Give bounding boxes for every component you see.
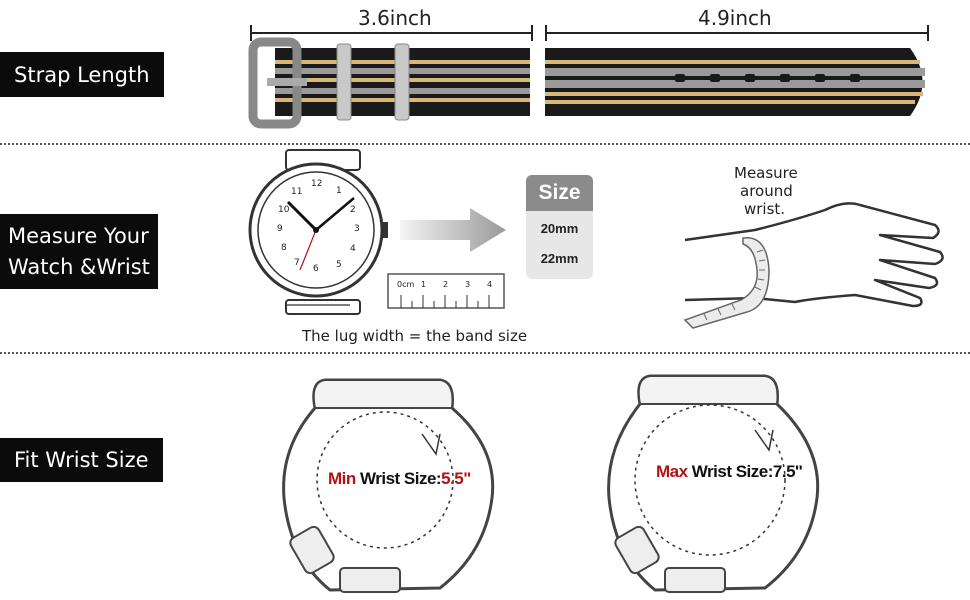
dial-10: 10 xyxy=(278,205,290,215)
watch-face-illustration xyxy=(248,149,388,315)
dimension-arrows xyxy=(250,25,929,41)
max-prefix: Max xyxy=(656,462,688,481)
size-card-header: Size xyxy=(526,175,593,211)
dial-4: 4 xyxy=(350,244,356,254)
dial-6: 6 xyxy=(313,264,319,274)
wrist-note-line3: wrist. xyxy=(744,200,786,218)
max-value: 7.5'' xyxy=(772,462,803,481)
dial-7: 7 xyxy=(294,258,300,268)
ruler-illustration xyxy=(387,273,505,309)
max-label: Wrist Size: xyxy=(687,462,774,481)
size-22mm: 22mm xyxy=(540,251,579,266)
strap-length-label: Strap Length xyxy=(0,52,164,97)
ruler-tick-3: 3 xyxy=(465,280,471,289)
dial-8: 8 xyxy=(281,243,287,253)
nato-strap-illustration xyxy=(248,37,925,129)
max-wrist-strap-loop xyxy=(607,374,820,593)
size-20mm: 20mm xyxy=(540,221,579,236)
dial-3: 3 xyxy=(354,224,360,234)
long-strap-length: 4.9inch xyxy=(698,6,772,30)
hand-measure-illustration xyxy=(683,202,944,329)
ruler-tick-4: 4 xyxy=(487,280,493,289)
ruler-tick-1: 1 xyxy=(421,280,427,289)
ruler-tick-2: 2 xyxy=(443,280,449,289)
max-wrist-size: Max Wrist Size:7.5'' xyxy=(656,462,803,482)
fit-wrist-label: Fit Wrist Size xyxy=(0,438,163,482)
min-wrist-size: Min Wrist Size:5.5" xyxy=(328,469,471,489)
min-label: Wrist Size: xyxy=(355,469,442,488)
dial-1: 1 xyxy=(336,186,342,196)
min-value: 5.5" xyxy=(441,469,471,488)
size-card: Size 20mm 22mm xyxy=(526,175,593,279)
measure-label-line1: Measure Your xyxy=(8,223,149,248)
measure-label: Measure Your Watch &Wrist xyxy=(0,214,158,289)
short-strap-length: 3.6inch xyxy=(358,6,432,30)
dial-11: 11 xyxy=(291,187,303,197)
separator-top xyxy=(0,143,970,145)
dial-2: 2 xyxy=(350,205,356,215)
arrow-right-icon xyxy=(400,208,506,252)
wrist-note-line2: around xyxy=(740,182,793,200)
min-wrist-strap-loop xyxy=(282,378,495,593)
dial-12: 12 xyxy=(311,179,323,189)
dial-9: 9 xyxy=(277,224,283,234)
wrist-note-line1: Measure xyxy=(734,164,798,182)
measure-label-line2: Watch &Wrist xyxy=(8,254,150,279)
ruler-tick-0: 0cm xyxy=(397,280,415,289)
separator-bottom xyxy=(0,352,970,354)
min-prefix: Min xyxy=(328,469,356,488)
dial-5: 5 xyxy=(336,260,342,270)
lug-width-caption: The lug width = the band size xyxy=(302,327,528,345)
